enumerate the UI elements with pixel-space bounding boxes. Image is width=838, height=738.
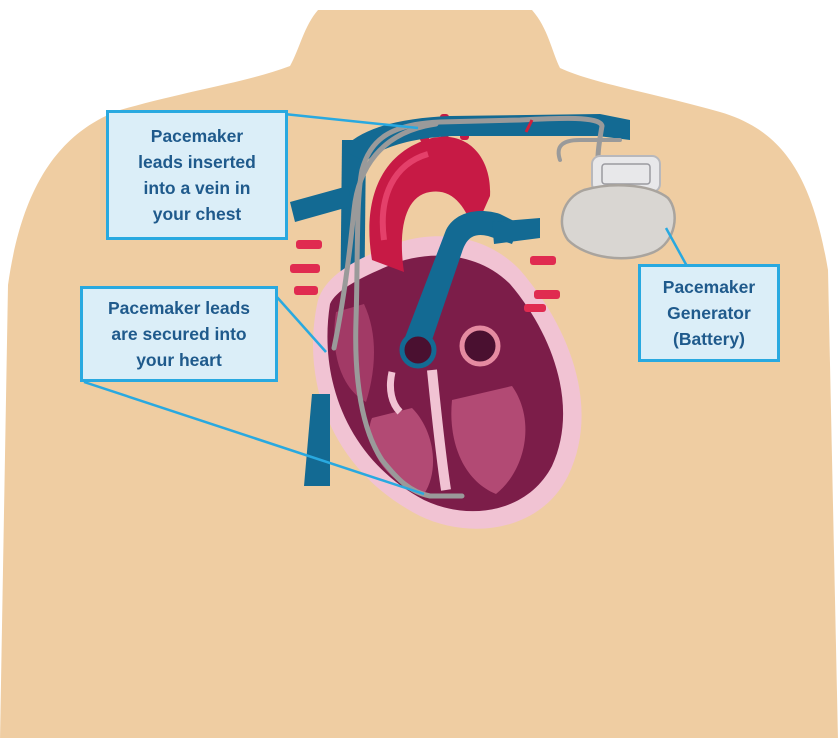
callout-line: are secured into (111, 321, 246, 347)
callout-line: leads inserted (138, 149, 256, 175)
aortic-valve (462, 328, 498, 364)
vessel-stub (524, 304, 546, 312)
callout-line: your heart (136, 347, 222, 373)
callout-line: (Battery) (673, 326, 745, 352)
callout-line: your chest (153, 201, 242, 227)
vessel-stub (290, 264, 320, 273)
callout-line: Pacemaker (663, 274, 755, 300)
vessel-stub (530, 256, 556, 265)
callout-vein-insertion: Pacemaker leads inserted into a vein in … (106, 110, 288, 240)
callout-line: Pacemaker (151, 123, 243, 149)
callout-heart-secured: Pacemaker leads are secured into your he… (80, 286, 278, 382)
callout-line: Generator (667, 300, 751, 326)
callout-generator: Pacemaker Generator (Battery) (638, 264, 780, 362)
vessel-stub (296, 240, 322, 249)
vessel-stub (294, 286, 318, 295)
vessel-stub (534, 290, 560, 299)
callout-line: Pacemaker leads (108, 295, 250, 321)
device-case (562, 185, 675, 258)
pulmonary-valve (402, 334, 434, 366)
callout-line: into a vein in (144, 175, 251, 201)
